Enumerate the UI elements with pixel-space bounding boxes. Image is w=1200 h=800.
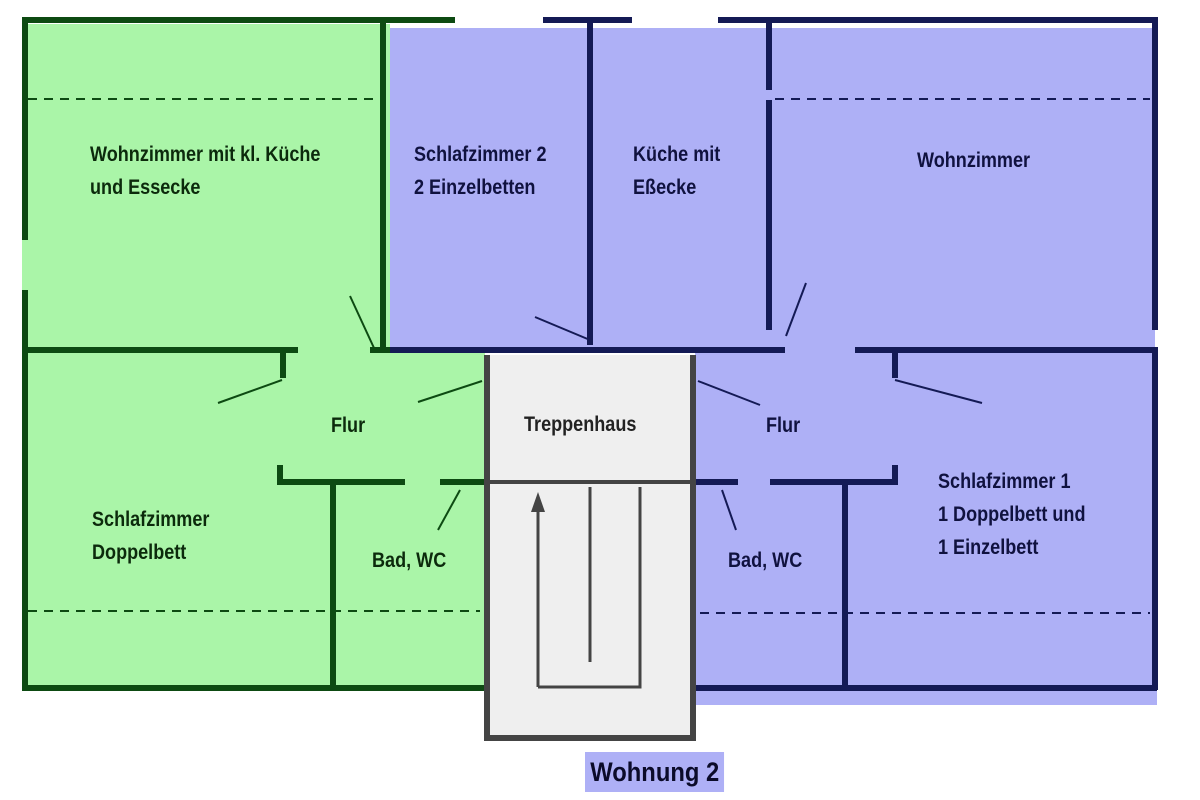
- right-dashed-lines: [700, 98, 1150, 614]
- right-unit-lower-area: [695, 350, 1157, 705]
- room-label-flur-right: Flur: [766, 414, 801, 437]
- stairwell-walls: [484, 355, 696, 741]
- left-unit-lower-area: [380, 350, 485, 688]
- room-label-line: 1 Einzelbett: [938, 536, 1039, 559]
- right-unit-walls: [390, 17, 1158, 691]
- room-label-line: und Essecke: [90, 176, 201, 199]
- room-label-line: 1 Doppelbett und: [938, 503, 1086, 526]
- right-unit-area: [390, 28, 1155, 353]
- plan-title: Wohnung 2: [585, 752, 725, 792]
- left-dashed-lines: [28, 98, 480, 612]
- room-label-line: Eßecke: [633, 176, 697, 199]
- left-door-swings: [217, 295, 483, 531]
- room-label-bad-right: Bad, WC: [728, 549, 803, 572]
- room-label-line: 2 Einzelbetten: [414, 176, 536, 199]
- room-label-line: Wohnzimmer mit kl. Küche: [90, 143, 321, 166]
- room-label-schlafzimmer-left: Schlafzimmer Doppelbett: [92, 503, 209, 569]
- room-label-line: Wohnzimmer: [917, 149, 1031, 172]
- stair-arrow-icon: [531, 492, 545, 512]
- left-unit-walls: [22, 17, 485, 691]
- left-unit-area: [22, 24, 390, 688]
- room-label-line: Schlafzimmer 2: [414, 143, 547, 166]
- room-label-bad-left: Bad, WC: [372, 549, 447, 572]
- room-label-line: Schlafzimmer 1: [938, 470, 1071, 493]
- room-label-line: Doppelbett: [92, 541, 187, 564]
- room-label-kueche: Küche mit Eßecke: [633, 138, 720, 204]
- room-label-line: Küche mit: [633, 143, 721, 166]
- room-label-wohnzimmer-left: Wohnzimmer mit kl. Küche und Essecke: [90, 138, 320, 204]
- room-label-flur-left: Flur: [331, 414, 366, 437]
- right-door-swings: [534, 282, 983, 531]
- room-label-wohnzimmer-right: Wohnzimmer: [917, 144, 1030, 177]
- room-label-treppenhaus: Treppenhaus: [524, 413, 637, 436]
- room-label-line: Schlafzimmer: [92, 508, 210, 531]
- room-label-schlafzimmer-1: Schlafzimmer 1 1 Doppelbett und 1 Einzel…: [938, 465, 1085, 564]
- room-label-schlafzimmer-2: Schlafzimmer 2 2 Einzelbetten: [414, 138, 547, 204]
